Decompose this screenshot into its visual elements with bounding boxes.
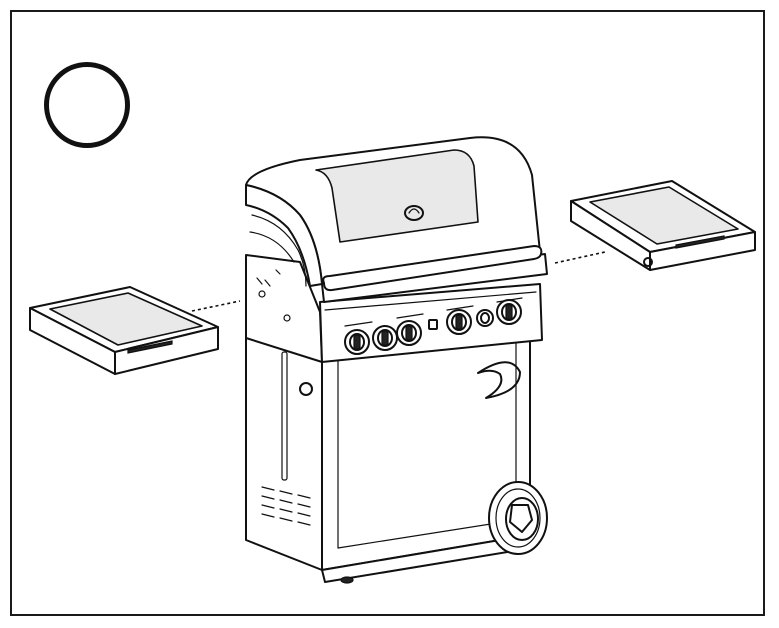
left-side-shelf bbox=[29, 286, 219, 375]
alignment-guides bbox=[191, 251, 606, 312]
control-knobs bbox=[344, 297, 523, 355]
wheel bbox=[488, 481, 548, 555]
grill-body bbox=[245, 136, 548, 584]
right-side-shelf bbox=[570, 180, 756, 271]
step-badge bbox=[44, 62, 130, 148]
diagram-frame bbox=[10, 10, 765, 616]
